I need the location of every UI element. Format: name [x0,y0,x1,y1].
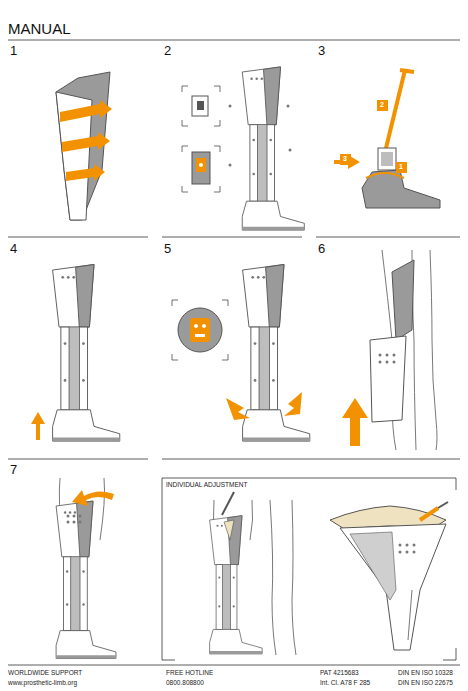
footer-text: DIN EN ISO 10328 [398,669,453,676]
footer-text: DIN EN ISO 22675 [398,679,453,686]
step-number: 5 [164,242,171,256]
step-number: 2 [164,44,171,58]
page-title: MANUAL [8,21,71,38]
callout-number: 1 [397,162,405,172]
footer-text: 0800.808800 [166,679,204,686]
callout-number: 2 [378,100,386,110]
step-number: 7 [10,463,17,477]
step-number: 6 [318,242,325,256]
footer-text: www.prosthetic-limb.org [8,679,77,686]
callout-number: 3 [341,154,349,164]
step-number: 4 [10,242,17,256]
footer-text: PAT 4215683 [320,669,359,676]
section-heading: INDIVIDUAL ADJUSTMENT [166,481,247,488]
footer-text: FREE HOTLINE [166,669,213,676]
footer-text: Int. Cl. A78 F 285 [320,679,370,686]
step-number: 1 [10,44,17,58]
footer-text: WORLDWIDE SUPPORT [8,669,82,676]
step-number: 3 [318,44,325,58]
